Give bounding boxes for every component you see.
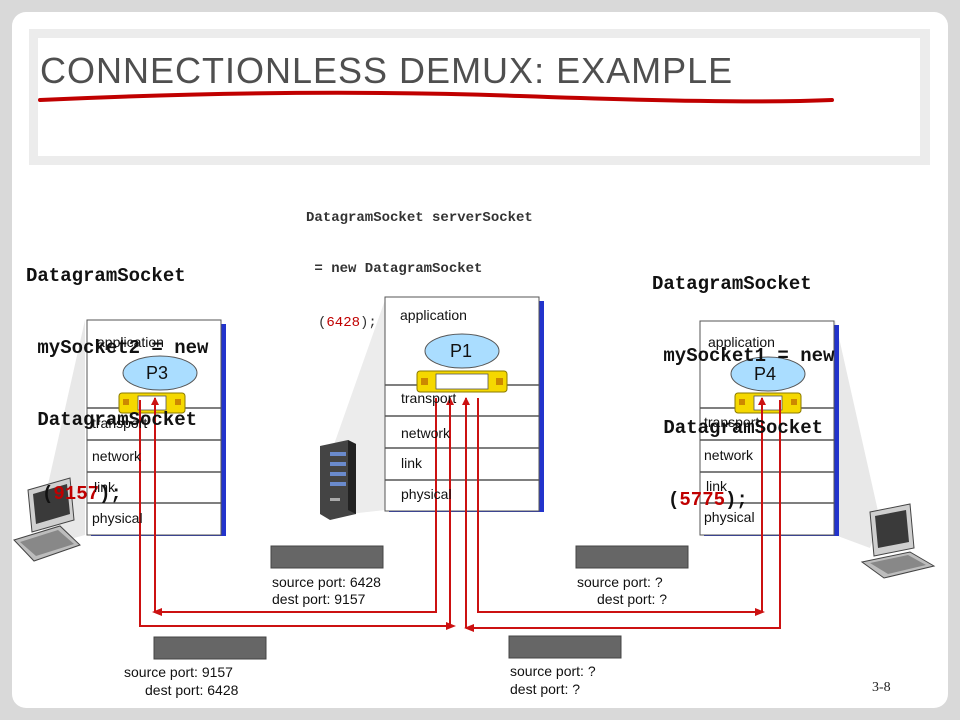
right-process-label: P4 (754, 364, 777, 384)
right-host-shadow (835, 320, 880, 548)
server-to-left-dest-port: dest port: 9157 (272, 591, 366, 607)
slide-number: 3-8 (872, 680, 891, 695)
code-line: mySocket1 = new (652, 345, 835, 367)
left-layer-transport: transport (92, 415, 148, 431)
center-layer-transport: transport (401, 390, 457, 406)
process-p3 (122, 355, 198, 391)
code-line: DatagramSocket (652, 417, 824, 439)
code-line: DatagramSocket (26, 409, 198, 431)
left-to-server-source-port: source port: 9157 (124, 664, 233, 680)
arrowhead (464, 624, 474, 632)
right-layer-application: application (708, 334, 775, 350)
arrowhead (446, 622, 456, 630)
path-left-to-server (139, 397, 454, 627)
segment-right-to-server (508, 635, 622, 659)
right-port-number: 5775 (679, 489, 726, 511)
left-layer-physical: physical (92, 510, 143, 526)
right-layer-transport: transport (704, 414, 760, 430)
arrowhead (755, 608, 765, 616)
slide-title: CONNECTIONLESS DEMUX: EXAMPLE (40, 50, 734, 91)
server-socket-code: DatagramSocket serverSocket = new Datagr… (306, 210, 533, 331)
left-layer-network: network (92, 448, 142, 464)
right-layer-physical: physical (704, 509, 755, 525)
code-line: = new DatagramSocket (306, 261, 483, 277)
segment-server-to-right (575, 545, 689, 569)
left-process-label: P3 (146, 363, 169, 383)
socket-p1 (416, 370, 508, 393)
server-port-number: 6428 (326, 315, 361, 331)
right-socket-code: DatagramSocket mySocket1 = new DatagramS… (652, 273, 835, 511)
segment-server-to-left (270, 545, 384, 569)
left-socket-code: DatagramSocket mySocket2 = new DatagramS… (26, 265, 209, 505)
title-panel (38, 38, 920, 156)
code-line: mySocket2 = new (26, 337, 209, 359)
path-right-to-server (462, 397, 781, 629)
left-computer-icon (13, 477, 81, 562)
title-underline (38, 90, 834, 104)
server-to-right-dest-port: dest port: ? (597, 591, 668, 607)
process-p1 (424, 333, 500, 369)
arrowhead (152, 608, 162, 616)
path-server-to-right (477, 397, 766, 613)
server-to-left-source-port: source port: 6428 (272, 574, 381, 590)
center-process-label: P1 (450, 341, 473, 361)
server-icon (320, 440, 356, 520)
left-port-number: 9157 (53, 483, 100, 505)
code-line: DatagramSocket (652, 273, 812, 295)
center-layer-link: link (401, 455, 423, 471)
server-to-right-source-port: source port: ? (577, 574, 663, 590)
right-layer-link: link (706, 478, 728, 494)
segment-left-to-server (153, 636, 267, 660)
process-p4 (730, 356, 806, 392)
code-line: DatagramSocket serverSocket (306, 210, 533, 226)
left-layer-application: application (97, 334, 164, 350)
center-layer-physical: physical (401, 486, 452, 502)
code-line: DatagramSocket (26, 265, 186, 287)
right-to-server-source-port: source port: ? (510, 663, 596, 679)
right-layer-network: network (704, 447, 754, 463)
left-layer-link: link (94, 479, 116, 495)
left-to-server-dest-port: dest port: 6428 (145, 682, 239, 698)
center-layer-network: network (401, 425, 451, 441)
path-server-to-left (151, 397, 437, 613)
right-computer-icon (860, 503, 936, 579)
center-layer-application: application (400, 307, 467, 323)
right-to-server-dest-port: dest port: ? (510, 681, 581, 697)
